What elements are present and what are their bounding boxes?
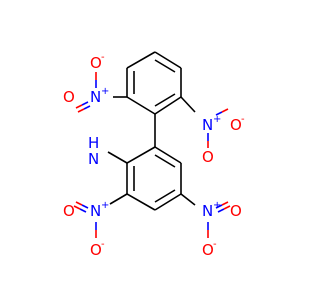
nitro-n-label: N bbox=[202, 116, 213, 134]
bond bbox=[154, 96, 182, 115]
nitro-bond bbox=[180, 96, 196, 113]
nitro-n-label: N bbox=[90, 202, 101, 220]
nitro-o-label: O bbox=[90, 54, 102, 72]
nitro-o-label: O bbox=[202, 241, 214, 259]
molecule-diagram: H N O - N + O N + O - O O N + O - N + O … bbox=[63, 51, 245, 259]
n-o-bond bbox=[75, 104, 83, 109]
bond bbox=[126, 193, 156, 211]
bond bbox=[154, 146, 182, 164]
nitro-n-label: N bbox=[90, 88, 101, 106]
charge-minus: - bbox=[241, 114, 245, 125]
n-o-bond bbox=[81, 204, 89, 209]
nitro-bond bbox=[180, 193, 196, 206]
n-o-bond bbox=[79, 208, 87, 213]
double-bond-line bbox=[154, 93, 176, 107]
n-o-bond bbox=[215, 204, 223, 209]
n-o-bond bbox=[221, 108, 229, 113]
nitro-o-label: O bbox=[90, 241, 102, 259]
nitro-o-label: O bbox=[63, 88, 75, 106]
n-o-bond bbox=[75, 201, 83, 206]
amine-n-label: N bbox=[88, 150, 99, 168]
charge-plus: + bbox=[213, 114, 221, 125]
charge-minus: - bbox=[213, 239, 217, 250]
nitro-bond bbox=[109, 193, 128, 205]
lower-ring bbox=[126, 146, 182, 211]
double-bond-line bbox=[154, 154, 176, 168]
charge-plus: + bbox=[213, 200, 221, 211]
n-o-bond bbox=[73, 205, 81, 210]
nitro-n-label: N bbox=[202, 202, 213, 220]
nitro-o-label: O bbox=[63, 202, 75, 220]
n-o-bond bbox=[83, 105, 91, 110]
bond bbox=[154, 193, 182, 211]
charge-plus: + bbox=[101, 200, 109, 211]
amine-bond bbox=[107, 151, 128, 164]
n-o-bond bbox=[221, 201, 229, 206]
n-o-bond bbox=[217, 208, 225, 213]
n-o-bond bbox=[223, 205, 231, 210]
charge-plus: + bbox=[101, 86, 109, 97]
upper-ring bbox=[126, 51, 182, 115]
n-o-bond bbox=[81, 101, 89, 106]
double-bond-line bbox=[154, 59, 176, 73]
amine-h-label: H bbox=[88, 134, 99, 152]
nitro-o-label: O bbox=[230, 116, 242, 134]
charge-minus: - bbox=[101, 239, 105, 250]
bond bbox=[126, 51, 156, 69]
bond bbox=[126, 96, 156, 115]
charge-minus: - bbox=[101, 52, 105, 63]
nitro-o-label: O bbox=[230, 202, 242, 220]
bond bbox=[154, 51, 182, 69]
n-o-bond bbox=[215, 111, 223, 116]
double-bond-line bbox=[154, 189, 176, 203]
nitro-o-label: O bbox=[202, 148, 214, 166]
bond bbox=[126, 146, 156, 164]
n-o-bond bbox=[77, 108, 85, 113]
